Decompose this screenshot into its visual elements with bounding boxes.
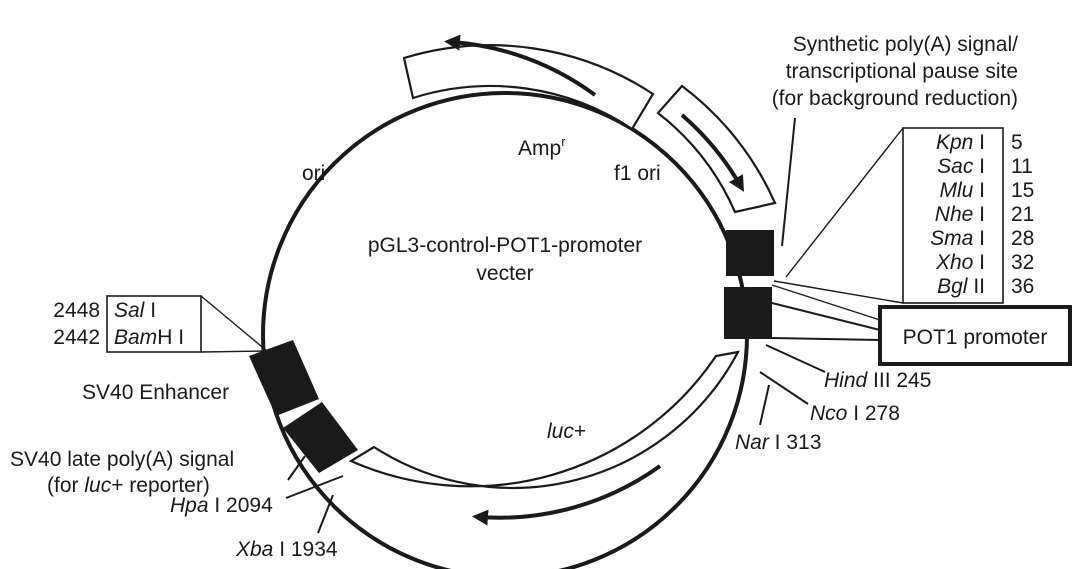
mcs-position-4: 28 [1011,227,1034,250]
mcs-enzyme-5: Xho I [935,251,985,274]
mcs-enzyme-6: Bgl II [937,275,985,298]
sv40-late-polya-label-line2: (for luc+ reporter) [47,474,210,497]
left-fan-line-bottom [200,350,268,353]
left-site-position-0: 2448 [53,299,100,322]
mcs-enzyme-0: Kpn I [936,131,985,154]
mcs-position-5: 32 [1011,251,1034,274]
mcs-fan-line-top [785,127,904,278]
f1-ori-label: f1 ori [614,162,661,185]
amp-direction-arrow [444,34,597,97]
mcs-position-2: 15 [1011,179,1034,202]
nar-leader [759,384,770,426]
synthetic-polya-label-line3: (for background reduction) [772,87,1018,110]
sv40-late-polya-block [283,402,358,473]
mcs-enzyme-1: Sac I [937,155,985,178]
left-site-position-1: 2442 [53,326,100,349]
plasmid-backbone [261,91,749,569]
pot1-fan-line-3 [771,337,881,341]
luc-direction-arrow [472,464,662,526]
mcs-enzyme-2: Mlu I [939,179,985,202]
nco-site-label: Nco I 278 [810,402,900,425]
mcs-position-1: 11 [1011,155,1033,178]
pot1-fan-line-1 [771,284,881,321]
mcs-position-3: 21 [1011,203,1034,226]
synthetic-polya-label-line1: Synthetic poly(A) signal/ [793,33,1018,56]
xba-leader [317,494,334,534]
pot1-promoter-block [724,287,772,339]
sv40-enhancer-label: SV40 Enhancer [82,381,229,404]
synthetic-polya-label-line2: transcriptional pause site [786,60,1018,83]
sv40-enhancer-block [249,340,319,416]
hind-leader [765,344,826,373]
sv40-late-polya-leader [287,455,306,481]
synthetic-polya-leader [781,117,796,247]
plasmid-name-line1: pGL3-control-POT1-promoter [368,234,642,257]
mcs-position-0: 5 [1011,131,1023,154]
left-site-enzyme-1: BamH I [114,326,184,349]
synthetic-polya-block [726,230,774,276]
mcs-fan-line-mid [773,280,904,304]
f1-ori-direction-arrow [680,113,745,192]
luc-label: luc+ [547,420,586,443]
ori-label: ori [302,162,325,185]
nar-site-label: Nar I 313 [735,431,821,454]
hind-site-label: Hind III 245 [824,369,931,392]
mcs-enzyme-4: Sma I [930,227,985,250]
mcs-position-6: 36 [1011,275,1034,298]
hpa-leader [285,475,344,499]
pot1-fan-line-2 [771,302,881,331]
pot1-promoter-label: POT1 promoter [903,326,1048,349]
pot1-promoter-box [878,305,1072,366]
left-site-enzyme-0: Sal I [114,299,156,322]
left-fan-line-top [200,295,268,352]
left-sites-table: 2448 Sal I 2442 BamH I [53,295,202,353]
amp-label: Ampr [518,134,566,160]
luc-region [348,350,741,490]
plasmid-name-line2: vecter [476,262,533,285]
mcs-enzyme-3: Nhe I [935,203,985,226]
xba-site-label: Xba I 1934 [235,538,338,561]
nco-leader [759,371,809,405]
hpa-site-label: Hpa I 2094 [170,494,273,517]
sv40-late-polya-label-line1: SV40 late poly(A) signal [10,448,234,471]
